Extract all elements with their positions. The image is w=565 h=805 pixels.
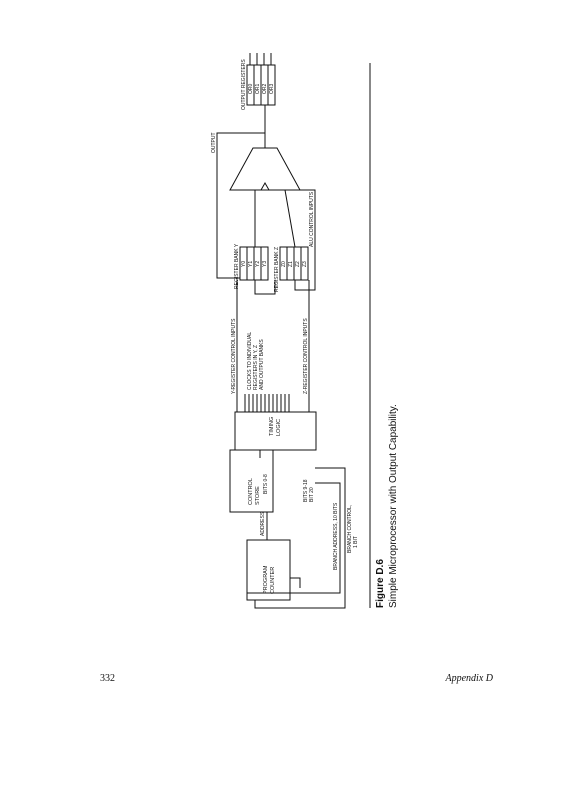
branch-control-label: BRANCH CONTROL, xyxy=(347,505,353,553)
alu-control-label: ALU CONTROL INPUTS xyxy=(309,191,315,247)
register-y0: Y0 xyxy=(241,261,247,267)
register-or0: OR0 xyxy=(248,84,254,95)
alu-notch xyxy=(260,181,270,191)
register-z1: Z1 xyxy=(288,261,294,267)
output-label: OUTPUT xyxy=(211,132,217,153)
output-registers: OR0 OR1 OR2 OR3 xyxy=(246,64,276,106)
bits-0-8-label: BITS 0-8 xyxy=(263,474,269,494)
register-y3: Y3 xyxy=(262,261,268,267)
section-label: Appendix D xyxy=(445,673,494,684)
z-register-control-label: Z-REGISTER CONTROL INPUTS xyxy=(303,318,309,394)
program-counter-label-1: PROGRAM xyxy=(263,565,269,594)
page-number: 332 xyxy=(100,673,115,684)
control-store-label-1: CONTROL xyxy=(248,478,254,505)
register-bank-z: Z0 Z1 Z2 Z3 xyxy=(279,246,309,281)
register-or3: OR3 xyxy=(269,84,275,95)
clock-bus-lines xyxy=(244,394,290,412)
register-y2: Y2 xyxy=(255,261,261,267)
output-registers-label: OUTPUT REGISTERS xyxy=(241,59,247,110)
wires xyxy=(216,53,346,609)
register-or2: OR2 xyxy=(262,84,268,95)
bits-9-18-label: BITS 9-18 xyxy=(303,479,309,502)
timing-logic-label-2: LOGIC xyxy=(276,419,282,436)
bit-20-label: BIT 20 xyxy=(309,487,315,502)
program-counter-label-2: COUNTER xyxy=(270,567,276,594)
one-bit-label: 1 BIT xyxy=(353,536,359,548)
register-z0: Z0 xyxy=(281,261,287,267)
branch-address-label: BRANCH ADDRESS, 10 BITS xyxy=(333,502,339,570)
y-register-control-label: Y-REGISTER CONTROL INPUTS xyxy=(231,318,237,394)
register-or1: OR1 xyxy=(255,84,261,95)
address-label: ADDRESS xyxy=(260,511,266,536)
register-z3: Z3 xyxy=(302,261,308,267)
clocks-label-1: CLOCKS TO INDIVIDUAL xyxy=(247,332,253,390)
register-bank-y-label: REGISTER BANK Y xyxy=(234,243,240,289)
alu-shape xyxy=(229,147,301,191)
register-bank-z-label: REGISTER BANK Z xyxy=(274,247,280,292)
timing-logic-label-1: TIMING xyxy=(269,417,275,436)
program-counter-block xyxy=(246,539,291,601)
register-bank-y: Y0 Y1 Y2 Y3 xyxy=(239,246,269,281)
figure-caption: Simple Microprocessor with Output Capabi… xyxy=(388,404,399,608)
clocks-label-3: AND OUTPUT BANKS xyxy=(259,339,265,390)
control-store-label-2: STORE xyxy=(255,486,261,505)
clocks-label-2: REGISTERS IN Y, Z xyxy=(253,345,259,390)
register-z2: Z2 xyxy=(295,261,301,267)
timing-logic-block xyxy=(234,411,317,451)
rotated-figure: PROGRAM COUNTER CONTROL STORE BITS 0-8 B… xyxy=(211,53,399,609)
register-y1: Y1 xyxy=(248,261,254,267)
figure-number: Figure D.6 xyxy=(375,559,386,608)
